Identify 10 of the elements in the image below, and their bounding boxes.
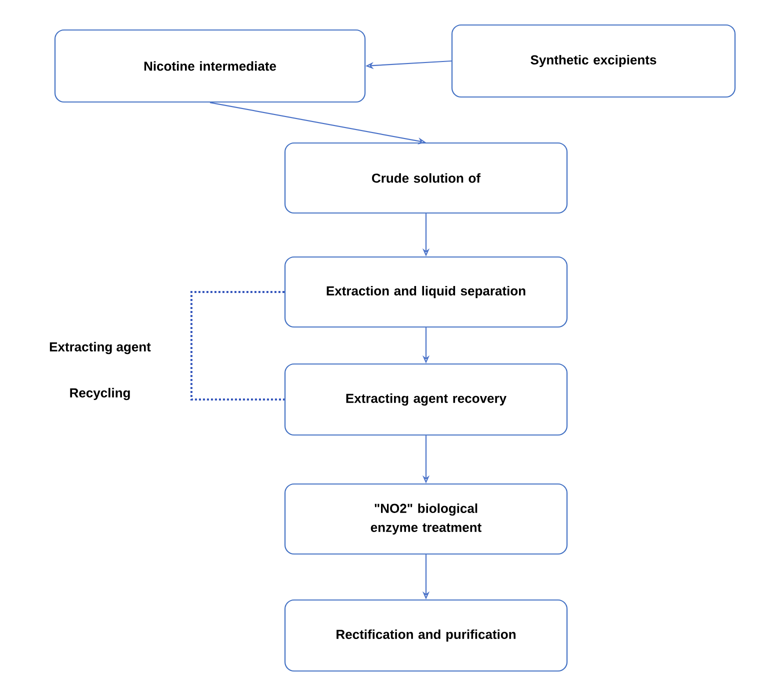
process-box: Synthetic excipients: [451, 24, 736, 98]
process-box: "NO2" biological enzyme treatment: [284, 483, 568, 555]
label-text: Recycling: [70, 388, 130, 400]
process-box: Crude solution of: [284, 142, 568, 214]
process-box: Rectification and purification: [284, 599, 568, 672]
process-box: Extraction and liquid separation: [284, 256, 568, 328]
process-box: Extracting agent recovery: [284, 363, 568, 436]
process-box: Nicotine intermediate: [54, 29, 366, 103]
dotted-connector: [190, 291, 284, 400]
label-text: Extracting agent: [50, 342, 151, 354]
